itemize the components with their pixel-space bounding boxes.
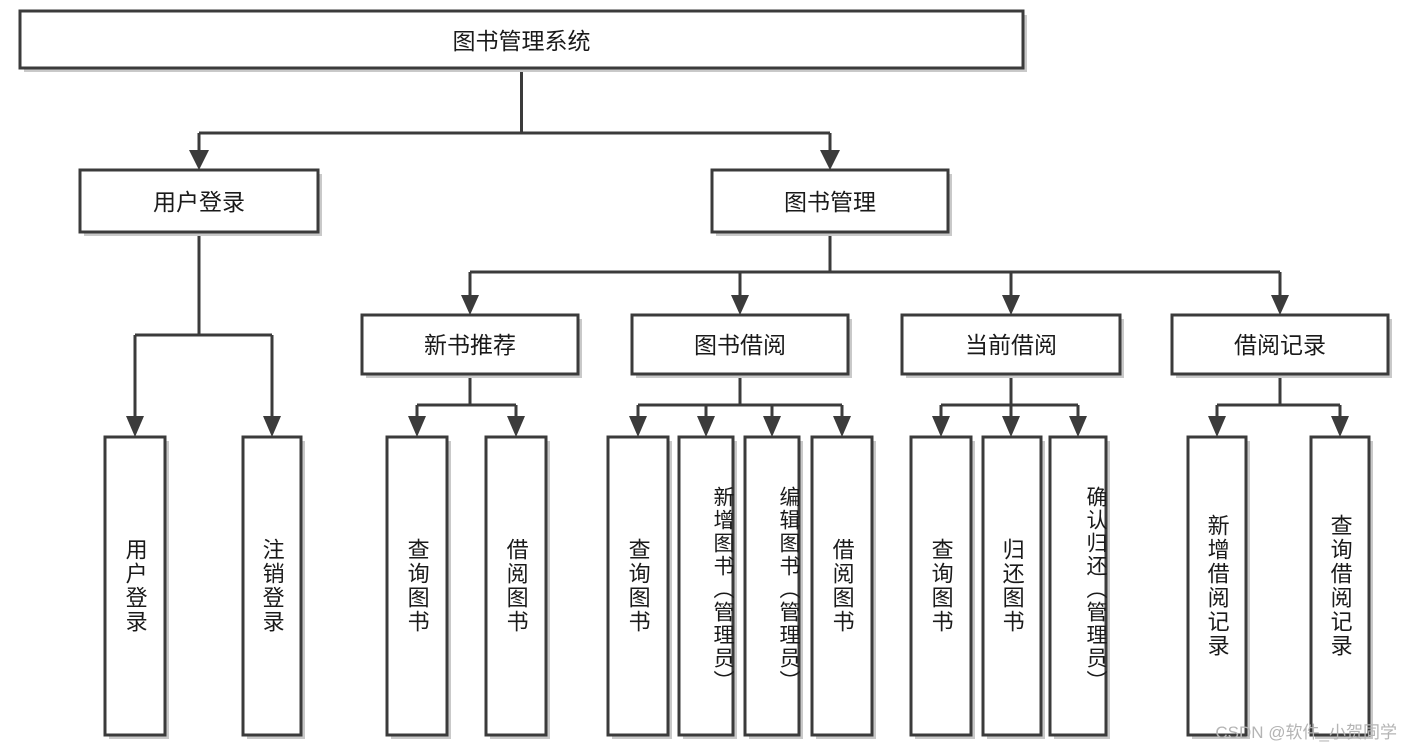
node-borrow-record-box (1170, 313, 1390, 376)
node-borrow-record[interactable]: 借阅记录 (1170, 313, 1392, 378)
node-root-label: 图书管理系统 (453, 28, 591, 54)
leaf-box-add-book[interactable] (677, 435, 735, 737)
arrow-head-leaf-query-book-1 (408, 416, 426, 437)
arrow-head-leaf-user-login (126, 416, 144, 437)
arrow-head-bookmgmt (820, 150, 840, 170)
leaf-box-borrow-book-1[interactable] (484, 435, 548, 737)
leaf-box-edit-book[interactable] (743, 435, 801, 737)
leaf-box-query-book-2[interactable] (606, 435, 670, 737)
node-user-login-label: 用户登录 (153, 189, 245, 215)
arrow-head-login (189, 150, 209, 170)
node-new-book-recommend[interactable]: 新书推荐 (360, 313, 582, 378)
arrow-head-leaf-return-book (1002, 416, 1020, 437)
leaf-box-add-record[interactable] (1186, 435, 1248, 737)
leaf-box-logout[interactable] (241, 435, 303, 737)
node-book-management-label: 图书管理 (784, 189, 876, 215)
arrow-head-leaf-add-record (1208, 416, 1226, 437)
leaf-box-layer (103, 435, 1373, 739)
arrow-head-leaf-query-book-2 (629, 416, 647, 437)
leaf-box-user-login[interactable] (103, 435, 167, 737)
node-new-book-recommend-label: 新书推荐 (424, 332, 516, 358)
leaf-box-query-book-3[interactable] (909, 435, 973, 737)
arrow-head-borrow (731, 295, 749, 315)
leaf-box-borrow-book-2[interactable] (810, 435, 874, 737)
node-book-borrow-box (630, 313, 850, 376)
leaf-box-query-record[interactable] (1309, 435, 1371, 737)
leaf-box-query-book-1[interactable] (385, 435, 449, 737)
arrow-head-leaf-add-book (697, 416, 715, 437)
node-book-borrow-label: 图书借阅 (694, 332, 786, 358)
node-new-book-recommend-box (360, 313, 580, 376)
arrow-head-leaf-edit-book (763, 416, 781, 437)
csdn-watermark: CSDN @软件_小贺同学 (1215, 723, 1397, 742)
arrow-head-leaf-query-book-3 (932, 416, 950, 437)
arrow-head-leaf-logout (263, 416, 281, 437)
arrow-head-leaf-borrow-book-2 (833, 416, 851, 437)
arrow-head-current (1002, 295, 1020, 315)
node-current-borrow[interactable]: 当前借阅 (900, 313, 1124, 378)
arrow-head-newbook (461, 295, 479, 315)
leaf-box-confirm-return[interactable] (1048, 435, 1108, 737)
node-book-borrow[interactable]: 图书借阅 (630, 313, 852, 378)
node-user-login-box (78, 168, 320, 234)
node-root[interactable]: 图书管理系统 (18, 9, 1027, 72)
node-root-box (18, 9, 1025, 70)
node-user-login[interactable]: 用户登录 (78, 168, 322, 236)
connector-layer (126, 68, 1349, 437)
node-current-borrow-label: 当前借阅 (965, 332, 1057, 358)
node-book-management[interactable]: 图书管理 (710, 168, 952, 236)
arrow-head-leaf-confirm-return (1069, 416, 1087, 437)
arrow-head-leaf-borrow-book-1 (507, 416, 525, 437)
leaf-box-return-book[interactable] (981, 435, 1043, 737)
node-book-management-box (710, 168, 950, 234)
arrow-head-record (1271, 295, 1289, 315)
node-current-borrow-box (900, 313, 1122, 376)
arrow-head-leaf-query-record (1331, 416, 1349, 437)
node-borrow-record-label: 借阅记录 (1234, 332, 1326, 358)
